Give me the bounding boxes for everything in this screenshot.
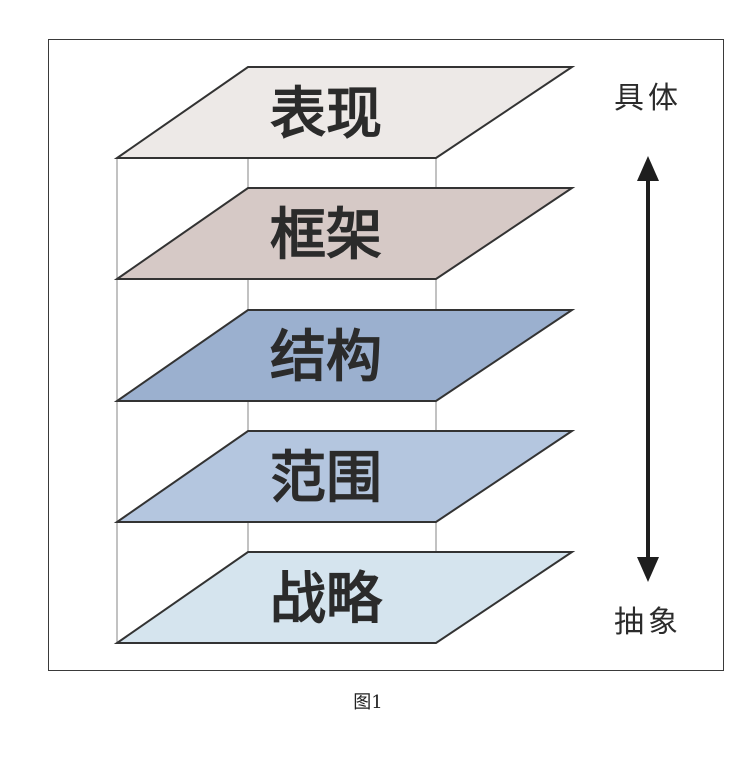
layer-label-presentation: 表现 (270, 82, 382, 147)
axis-bottom-label: 抽象 (614, 605, 682, 640)
layer-label-structure: 结构 (270, 325, 382, 390)
figure-caption: 图1 (353, 692, 383, 713)
layer-plane-结构 (113, 309, 576, 402)
layer-label-framework: 框架 (270, 203, 382, 268)
figure-frame (48, 39, 724, 671)
layer-plane-表现 (113, 66, 576, 159)
layer-plane-范围 (113, 430, 576, 523)
axis-top-label: 具体 (614, 81, 682, 116)
layer-label-scope: 范围 (270, 446, 382, 511)
double-arrow (637, 156, 659, 582)
layer-planes (113, 66, 576, 644)
arrow-up-icon (637, 156, 659, 181)
layer-plane-战略 (113, 551, 576, 644)
layer-label-strategy: 战略 (270, 567, 383, 632)
arrow-down-icon (637, 557, 659, 582)
layer-plane-框架 (113, 187, 576, 280)
layer-labels: 表现 框架 结构 范围 战略 (270, 82, 383, 632)
